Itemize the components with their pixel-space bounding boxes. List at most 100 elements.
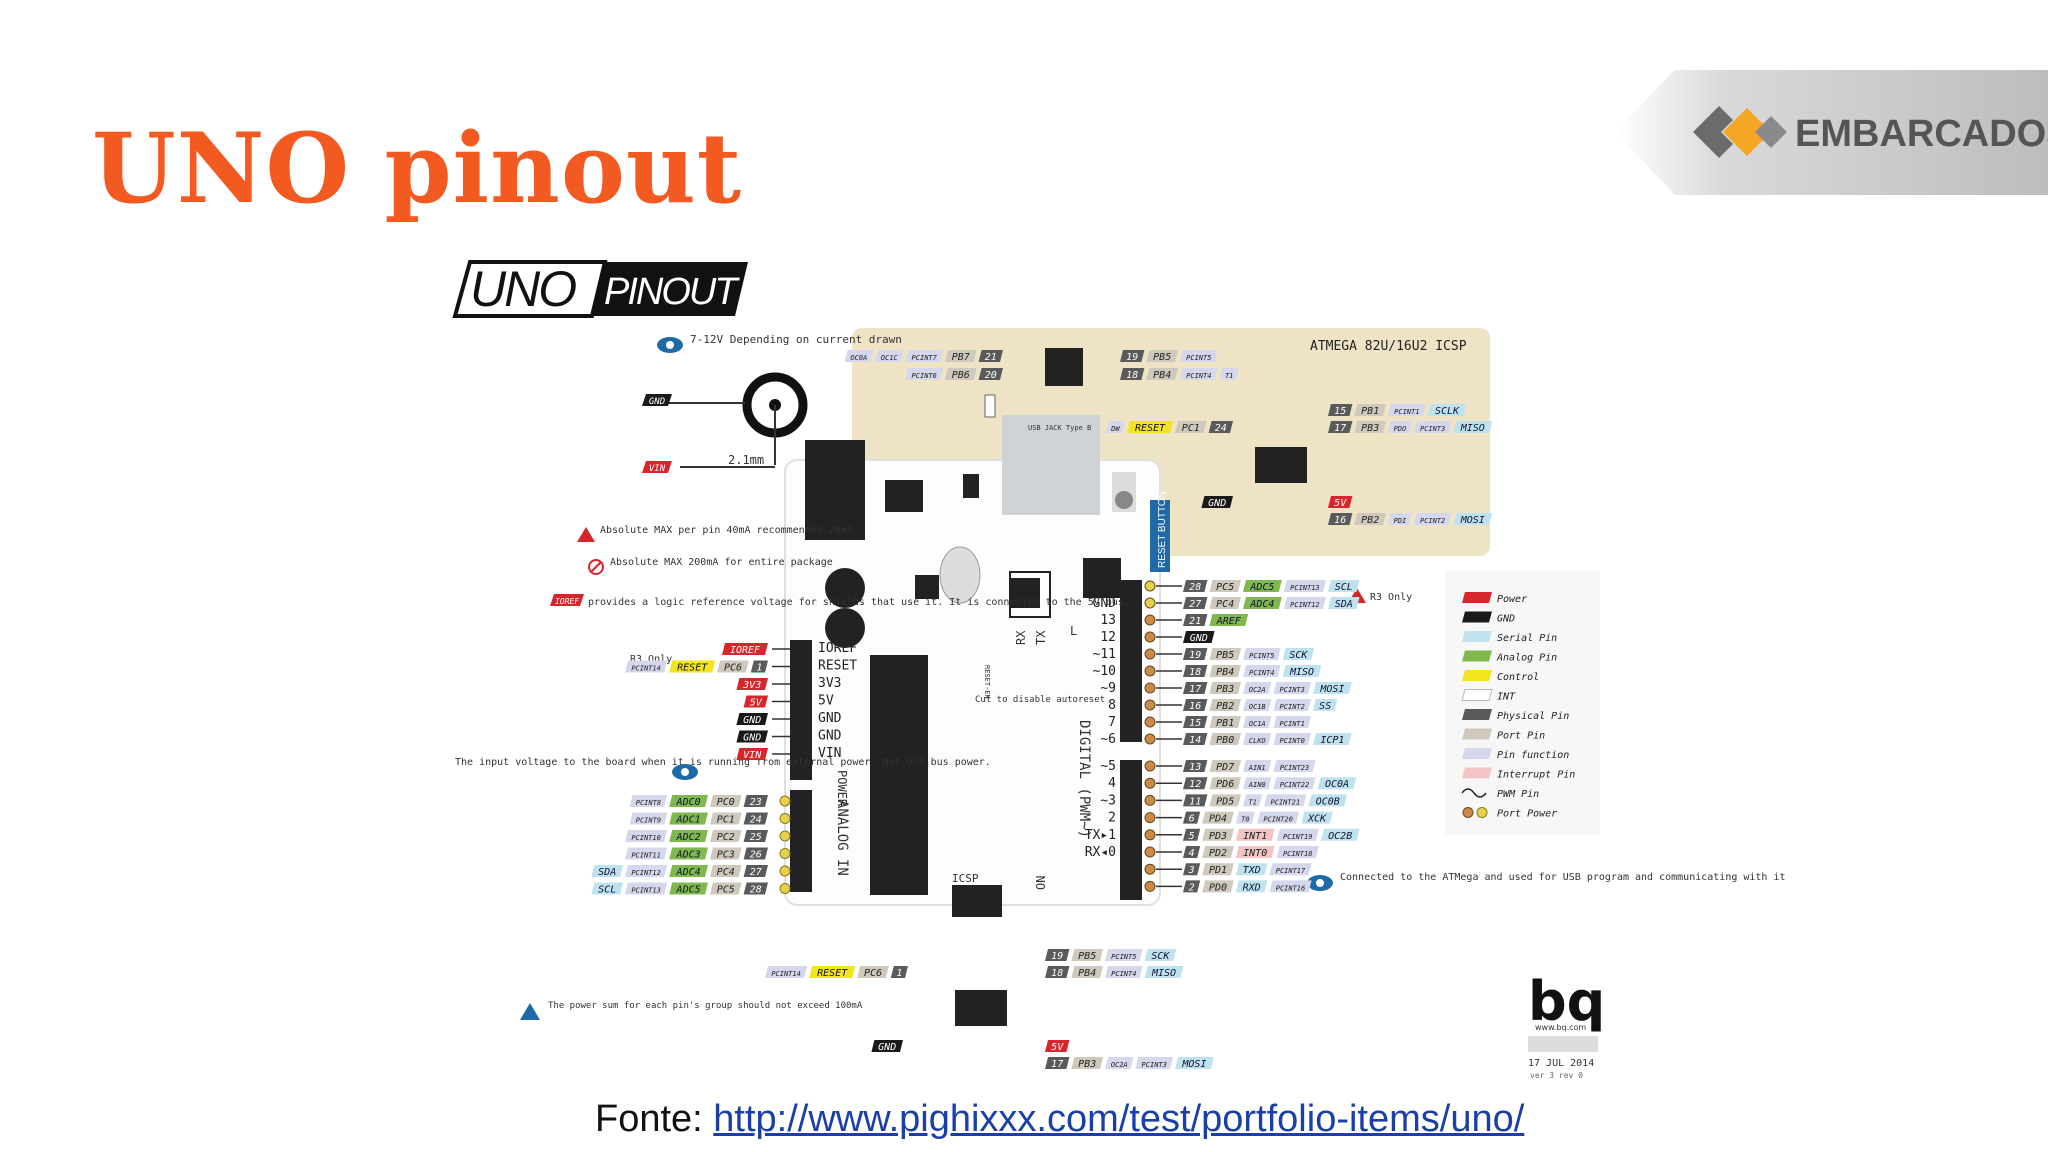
pin-tag-text: SCK: [1289, 650, 1308, 661]
pin-tag-text: PC1: [1182, 423, 1200, 434]
pin-tag: PC1: [1175, 421, 1207, 434]
pin-tag: ICP1: [1313, 733, 1352, 746]
pin-tag: PCINT21: [1264, 794, 1307, 807]
pin-tag: 5V: [1045, 1040, 1070, 1053]
digital-pin-label: AREF: [1085, 579, 1116, 594]
icsp-header: [952, 885, 1002, 917]
pin-tag-text: PCINT12: [631, 869, 661, 877]
pin-tag: GND: [1201, 496, 1233, 509]
pin-tag-text: PCINT12: [1290, 601, 1320, 609]
reset-button[interactable]: [1150, 500, 1170, 572]
pin-tag: SS: [1313, 699, 1338, 712]
page-title: UNO pinout: [92, 112, 743, 225]
pin-tag-text: 27: [750, 867, 762, 878]
port-power-icon: [1462, 807, 1474, 818]
pin-tag: PCINT13: [1283, 580, 1326, 592]
pin-tag-text: 11: [1189, 796, 1201, 807]
pin-tag: 4: [1183, 846, 1201, 859]
pin-tag: 24: [1208, 421, 1233, 434]
pin-tag: PDO: [1388, 421, 1412, 433]
pin-tag: PCINT20: [1257, 811, 1300, 824]
pin-tag-text: MOSI: [1181, 1059, 1206, 1070]
pin-tag: 20: [978, 368, 1003, 381]
pin-tag-text: PDO: [1394, 425, 1407, 433]
pin-tag-text: PB7: [952, 352, 970, 363]
power-pin-label: 5V: [818, 694, 834, 709]
pin-tag-text: PCINT8: [636, 799, 661, 807]
creative-commons-icon: [1528, 1036, 1598, 1052]
pin-tag-text: PCINT13: [1290, 584, 1320, 592]
pin-tag: 19: [1120, 350, 1145, 363]
pin-tag-text: 14: [1189, 735, 1201, 746]
pin-tag-text: INT0: [1243, 848, 1267, 859]
legend-label: INT: [1497, 692, 1516, 703]
pin-tag: XCK: [1301, 811, 1333, 825]
pin-tag-text: AIN1: [1248, 764, 1266, 772]
pin-tag: MISO: [1144, 966, 1184, 979]
pin-tag-text: PC3: [717, 850, 735, 861]
pin-tag-text: 16: [1334, 515, 1346, 526]
source-prefix: Fonte:: [595, 1098, 703, 1140]
r3-only-right: R3 Only: [1370, 592, 1412, 603]
pin-tag: DW: [1105, 421, 1125, 433]
pin-tag: PCINT18: [1276, 846, 1319, 858]
pin-tag: T1: [1219, 368, 1239, 380]
digital-pin-label: GND: [1093, 596, 1117, 611]
pin-tag: PCINT8: [629, 795, 668, 807]
pin-tag: PC1: [710, 812, 742, 826]
source-link[interactable]: http://www.pighixxx.com/test/portfolio-i…: [713, 1098, 1525, 1140]
pin-tag-text: 21: [985, 352, 997, 363]
pin-tag-text: ADC5: [676, 885, 701, 896]
pin-tag: 19: [1045, 949, 1070, 962]
source-citation: Fonte: http://www.pighixxx.com/test/port…: [595, 1098, 1524, 1141]
pin-tag: 1: [750, 660, 768, 674]
pin-tag-text: MISO: [1289, 667, 1314, 678]
pin-tag: PCINT7: [905, 350, 943, 362]
pin-tag-text: ICP1: [1320, 735, 1344, 746]
pin-tag-text: T1: [1225, 372, 1233, 380]
pin-tag: ADC5: [669, 882, 708, 896]
digital-pin-label: ~3: [1100, 793, 1116, 808]
pin-tag-text: PCINT3: [1142, 1061, 1167, 1069]
power-sum-note: The power sum for each pin's group shoul…: [548, 1001, 863, 1011]
pin-tag-text: PD1: [1209, 865, 1227, 876]
reset-button-label: RESET BUTTON: [1157, 491, 1168, 568]
bq-logo: bq www.bq.com 17 JUL 2014 ver 3 rev 0: [1528, 970, 1605, 1080]
pin-tag-text: PC5: [717, 885, 735, 896]
digital-header-low: [1120, 760, 1142, 900]
pin-tag: PC5: [1209, 580, 1241, 593]
jack-gnd-tag: GND: [649, 397, 665, 407]
pin-tag: SDA: [1328, 597, 1360, 610]
pin-tag: ADC2: [669, 830, 708, 843]
pin-tag-text: PB6: [952, 370, 970, 381]
pin-tag-text: PCINT4: [1186, 372, 1211, 380]
pin-tag-text: PB4: [1078, 968, 1096, 979]
legend-label: Physical Pin: [1497, 711, 1569, 722]
pin-tag: ADC4: [669, 865, 708, 878]
legend-swatch: [1462, 709, 1492, 720]
eye-icon: [657, 337, 683, 353]
pin-tag-text: MISO: [1151, 968, 1176, 979]
badge-uno-text: UNO: [470, 261, 576, 317]
warn-pin-note: Absolute MAX per pin 40mA recommended 20…: [600, 525, 853, 536]
bottom-icsp-header: [955, 990, 1007, 1026]
power-pin-label: 3V3: [818, 676, 841, 691]
pin-tag-text: 18: [1189, 667, 1201, 678]
pin-tag: 5V: [1328, 496, 1353, 509]
pin-tag-text: PCINT10: [631, 834, 661, 842]
pin-tag: PC2: [710, 830, 742, 843]
pin-tag: 15: [1183, 716, 1208, 729]
pin-tag: PCINT3: [1413, 421, 1452, 433]
pin-tag-text: PD0: [1209, 882, 1227, 893]
no-entry-icon: [588, 559, 604, 575]
pin-tag: PB3: [1354, 421, 1386, 434]
pin-tag-text: 1: [896, 968, 902, 979]
pin-tag: 27: [743, 865, 768, 878]
pin-tag-text: 5: [1189, 831, 1195, 842]
pin-tag: PCINT1: [1388, 404, 1426, 416]
pin-tag: OC2B: [1320, 828, 1360, 842]
pin-tag-text: PCINT4: [1111, 970, 1136, 978]
pin-tag-text: OC1C: [881, 354, 899, 362]
power-pin-label: VIN: [818, 746, 841, 761]
pin-tag-text: PCINT9: [636, 817, 661, 825]
